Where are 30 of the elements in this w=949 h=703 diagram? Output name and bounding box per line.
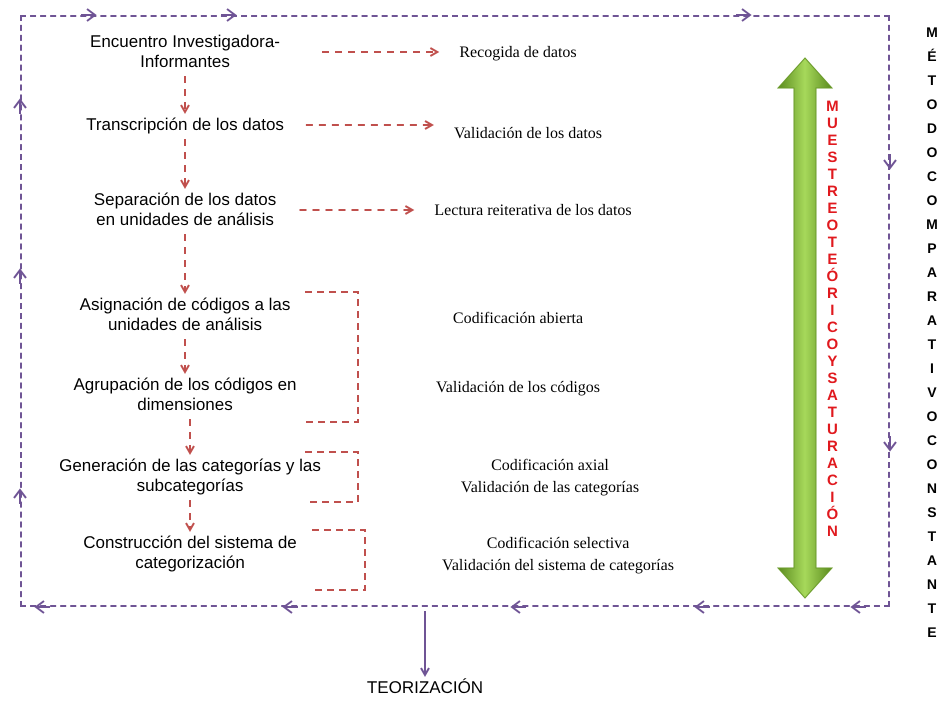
process-step: Transcripción de los datos [86,115,284,135]
process-step: Separación de los datos en unidades de análisis [92,190,278,230]
arrow [300,205,414,215]
process-step: TEORIZACIÓN [366,678,484,698]
step-description: Validación de los códigos [436,378,600,398]
step-description: Validación de las categorías [460,478,640,498]
step-description: Lectura reiterativa de los datos [434,201,632,221]
vertical-label: MÉTODO COMPARATIVO CONSTANTE [926,23,938,642]
arrow [180,339,190,373]
arrow [185,500,195,531]
process-step: Generación de las categorías y las subcategorías [58,456,322,496]
step-description: Codificación selectiva [486,534,630,554]
arrow [180,76,190,113]
arrow [185,419,195,454]
step-description: Validación del sistema de categorías [442,556,674,576]
vertical-label: MUESTREO TEÓRICO Y SATURACIÓN [826,98,839,540]
process-step: Agrupación de los códigos en dimensiones [65,375,305,415]
process-step: Asignación de códigos a las unidades de análisis [60,295,310,335]
arrow [306,120,434,130]
process-step: Construcción del sistema de categorización [65,533,315,573]
arrow [180,139,190,188]
step-description: Recogida de datos [459,43,577,63]
step-description: Validación de los datos [454,124,602,144]
step-description: Codificación abierta [452,309,584,329]
step-description: Codificación axial [490,456,610,476]
process-step: Encuentro Investigadora-Informantes [70,32,300,72]
arrow [180,234,190,293]
arrow [322,47,438,57]
dashed-frame [20,15,890,607]
arrow [420,611,430,676]
